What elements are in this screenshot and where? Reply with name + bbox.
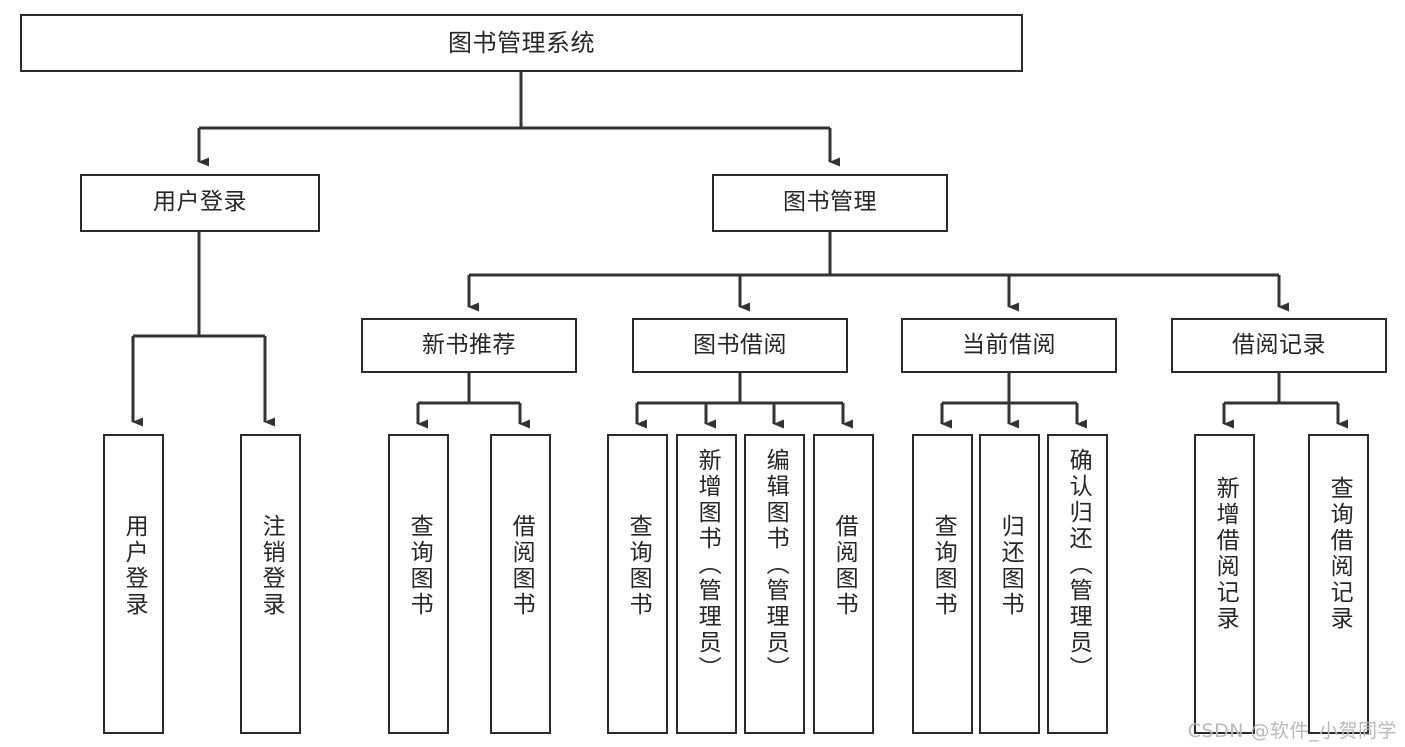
node-leaf-add-book-label: 新增图书（管理员） [694, 448, 721, 682]
node-leaf-borrow-book-2-label: 借阅图书 [831, 514, 858, 618]
node-root[interactable]: 图书管理系统 [20, 14, 1023, 72]
node-leaf-query-book-2[interactable]: 查询图书 [607, 434, 668, 734]
node-leaf-borrow-book-1[interactable]: 借阅图书 [490, 434, 551, 734]
node-user-login[interactable]: 用户登录 [80, 174, 320, 232]
node-user-login-label: 用户登录 [153, 189, 247, 216]
node-leaf-logout-label: 注销登录 [258, 514, 285, 618]
node-leaf-add-book[interactable]: 新增图书（管理员） [676, 434, 737, 734]
node-leaf-query-book-3[interactable]: 查询图书 [912, 434, 973, 734]
node-leaf-borrow-book-1-label: 借阅图书 [508, 514, 535, 618]
node-borrow-record-label: 借阅记录 [1232, 331, 1326, 358]
node-root-label: 图书管理系统 [448, 28, 595, 57]
node-leaf-confirm-return[interactable]: 确认归还（管理员） [1047, 434, 1108, 734]
node-leaf-borrow-book-2[interactable]: 借阅图书 [813, 434, 874, 734]
node-leaf-user-login[interactable]: 用户登录 [103, 434, 164, 734]
node-new-book-rec-label: 新书推荐 [422, 331, 516, 358]
node-leaf-query-book-2-label: 查询图书 [625, 514, 652, 618]
node-current-borrow[interactable]: 当前借阅 [901, 318, 1117, 373]
node-book-manage[interactable]: 图书管理 [712, 174, 948, 232]
node-leaf-query-record-label: 查询借阅记录 [1326, 476, 1353, 632]
node-book-borrow[interactable]: 图书借阅 [632, 318, 848, 373]
node-borrow-record[interactable]: 借阅记录 [1171, 318, 1387, 373]
node-leaf-confirm-return-label: 确认归还（管理员） [1065, 448, 1092, 682]
node-leaf-return-book[interactable]: 归还图书 [979, 434, 1040, 734]
node-book-manage-label: 图书管理 [783, 189, 877, 216]
node-leaf-query-book-3-label: 查询图书 [930, 514, 957, 618]
node-leaf-user-login-label: 用户登录 [121, 514, 148, 618]
node-book-borrow-label: 图书借阅 [693, 331, 787, 358]
node-leaf-edit-book[interactable]: 编辑图书（管理员） [744, 434, 805, 734]
node-leaf-query-book-1[interactable]: 查询图书 [388, 434, 449, 734]
node-leaf-add-record-label: 新增借阅记录 [1212, 476, 1239, 632]
node-current-borrow-label: 当前借阅 [962, 331, 1056, 358]
node-leaf-add-record[interactable]: 新增借阅记录 [1194, 434, 1255, 734]
node-leaf-query-record[interactable]: 查询借阅记录 [1308, 434, 1369, 734]
node-leaf-return-book-label: 归还图书 [997, 514, 1024, 618]
node-leaf-logout[interactable]: 注销登录 [240, 434, 301, 734]
node-leaf-edit-book-label: 编辑图书（管理员） [762, 448, 789, 682]
node-leaf-query-book-1-label: 查询图书 [406, 514, 433, 618]
node-new-book-rec[interactable]: 新书推荐 [361, 318, 577, 373]
